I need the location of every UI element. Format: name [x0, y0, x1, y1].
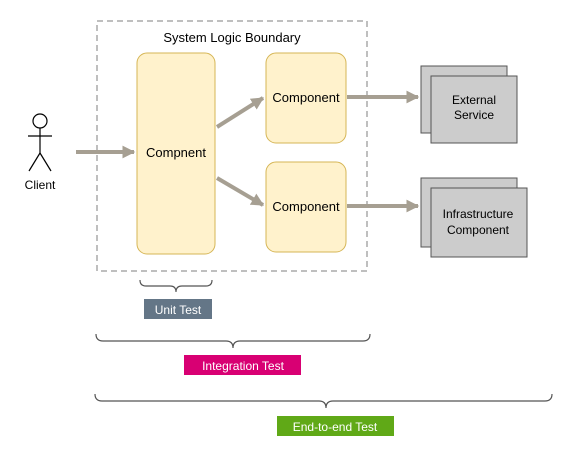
- main-component-label: Compnent: [146, 145, 206, 160]
- component-bottom-box: [265, 161, 347, 253]
- boundary-label: System Logic Boundary: [163, 30, 301, 45]
- end-to-end-test-label: End-to-end Test: [293, 420, 378, 434]
- component-bottom-label: Component: [272, 199, 340, 214]
- external-service-stack: [420, 65, 518, 144]
- component-top-box: [265, 52, 347, 144]
- client-label: Client: [25, 178, 56, 192]
- main-component-box: [136, 52, 216, 255]
- infrastructure-label-line2: Component: [447, 223, 510, 237]
- system-logic-boundary: [96, 20, 368, 272]
- unit-test-label: Unit Test: [155, 303, 202, 317]
- integration-test-badge: [184, 355, 301, 375]
- infrastructure-component-stack: [420, 177, 528, 258]
- external-service-label-line2: Service: [454, 108, 494, 122]
- main-to-bottom-arrow: [215, 176, 265, 207]
- flow-arrows: [76, 90, 420, 213]
- integration-test-brace: [95, 333, 371, 349]
- component-top-label: Component: [272, 90, 340, 105]
- main-to-top-arrow: [215, 96, 265, 129]
- integration-test-label: Integration Test: [202, 359, 284, 373]
- end-to-end-test-brace: [94, 393, 553, 409]
- external-service-label-line1: External: [452, 93, 496, 107]
- infrastructure-label-line1: Infrastructure: [443, 207, 514, 221]
- client-actor: [28, 113, 52, 172]
- unit-test-brace: [139, 279, 213, 293]
- end-to-end-test-badge: [277, 416, 394, 436]
- unit-test-badge: [144, 299, 212, 319]
